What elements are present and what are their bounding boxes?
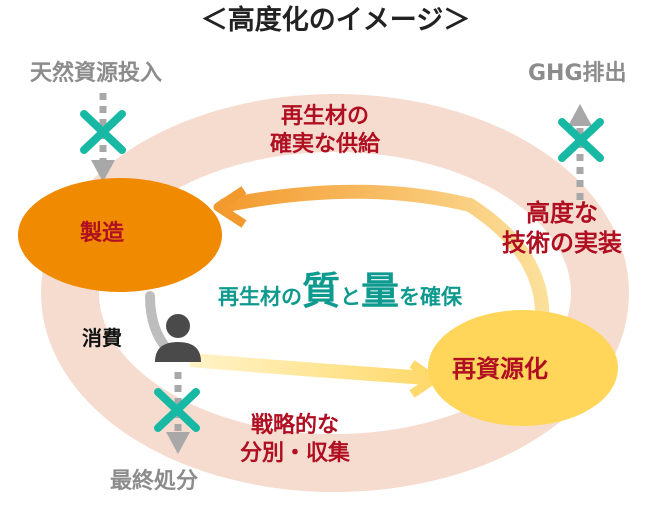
input-arrow <box>91 93 115 182</box>
page-title: ＜高度化のイメージ＞ <box>200 5 471 36</box>
manufacturing-node <box>18 178 222 292</box>
strategic-collection-line2: 分別・収集 <box>240 440 351 466</box>
consumption-label: 消費 <box>82 326 122 350</box>
cross-icon <box>558 118 604 162</box>
cross-icon <box>154 388 200 432</box>
center-message-suffix: を確保 <box>399 285 463 309</box>
manufacturing-label: 製造 <box>80 221 125 246</box>
stable-supply-line2: 確実な供給 <box>270 131 381 157</box>
center-message-quality: 質 <box>301 269 340 313</box>
final-disposal-label: 最終処分 <box>110 469 199 494</box>
recycled-material-supply-arrow <box>220 184 550 340</box>
cross-icon <box>80 110 126 154</box>
recycling-label: 再資源化 <box>452 355 548 383</box>
stable-supply-line1: 再生材の <box>281 104 370 129</box>
strategic-collection-line1: 戦略的な <box>251 413 340 438</box>
outer-cycle-ring <box>41 94 629 492</box>
consumer-to-recycling-arrow <box>189 353 429 385</box>
ghg-emission-label: GHG排出 <box>528 61 627 86</box>
center-message-prefix: 再生材の <box>217 285 302 309</box>
natural-resource-input-label: 天然資源投入 <box>30 61 163 86</box>
center-message-quantity: 量 <box>361 269 400 313</box>
person-icon <box>155 314 201 362</box>
recycled-material-supply-arrowhead <box>213 186 247 228</box>
advanced-technology-line1: 高度な <box>526 199 598 227</box>
advanced-technology-label: 高度な 技術の実装 <box>502 198 622 258</box>
center-message-and: と <box>340 285 361 309</box>
center-message: 再生材の質と量を確保 <box>150 268 530 316</box>
recycling-node <box>428 310 618 426</box>
strategic-collection-label: 戦略的な 分別・収集 <box>240 412 350 467</box>
stable-supply-label: 再生材の 確実な供給 <box>270 103 380 158</box>
advanced-technology-line2: 技術の実装 <box>502 229 622 257</box>
